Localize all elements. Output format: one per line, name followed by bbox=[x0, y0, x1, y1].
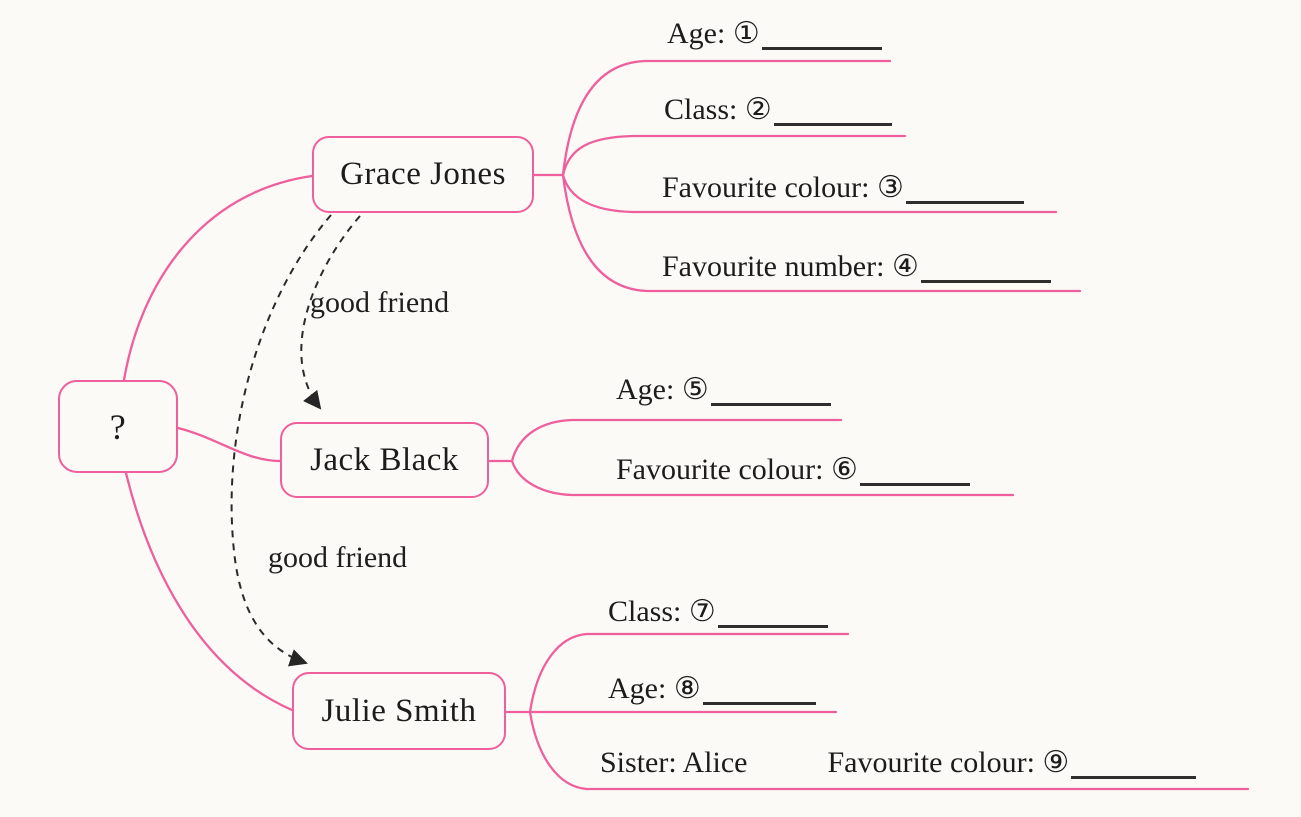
attr-row-grace-class: Class: ② bbox=[664, 92, 892, 127]
attr-row-grace-number: Favourite number: ④ bbox=[662, 249, 1051, 284]
attr-label-number-4: Favourite number: ④ bbox=[662, 250, 919, 283]
blank-line-5 bbox=[710, 403, 831, 406]
branch-julie-sister bbox=[528, 710, 1250, 791]
node-grace-jones: Grace Jones bbox=[312, 136, 534, 213]
blank-line-6 bbox=[859, 483, 970, 486]
attr-label-class-2: Class: ② bbox=[664, 93, 772, 126]
attr-row-jack-age: Age: ⑤ bbox=[616, 372, 831, 407]
attr-label-age-1: Age: ① bbox=[667, 17, 760, 50]
node-grace-label: Grace Jones bbox=[340, 156, 506, 192]
branch-jack-colour bbox=[510, 459, 1015, 497]
relation-arrow-grace-julie bbox=[230, 214, 332, 667]
node-jack-label: Jack Black bbox=[310, 441, 459, 478]
node-julie-label: Julie Smith bbox=[321, 692, 477, 729]
blank-line-2 bbox=[773, 123, 892, 126]
edge-root-grace bbox=[122, 174, 314, 382]
node-jack-black: Jack Black bbox=[280, 422, 489, 498]
relation-arrow-grace-jack bbox=[300, 215, 361, 410]
attr-row-julie-sister-colour: Sister: Alice Favourite colour: ⑨ bbox=[600, 745, 1197, 780]
edge-root-jack bbox=[176, 426, 282, 463]
attr-row-grace-age: Age: ① bbox=[667, 16, 882, 51]
blank-line-9 bbox=[1071, 776, 1197, 779]
attr-label-colour-3: Favourite colour: ③ bbox=[662, 171, 904, 204]
blank-line-7 bbox=[717, 625, 828, 628]
attr-label-colour-9: Favourite colour: ⑨ bbox=[827, 746, 1070, 779]
branch-grace-class bbox=[561, 134, 907, 177]
blank-line-4 bbox=[920, 280, 1051, 283]
branch-grace-age bbox=[561, 59, 892, 177]
attr-label-age-8: Age: ⑧ bbox=[608, 672, 701, 705]
edge-root-julie bbox=[124, 471, 294, 712]
attr-row-julie-class: Class: ⑦ bbox=[608, 594, 828, 629]
attr-row-jack-colour: Favourite colour: ⑥ bbox=[616, 452, 970, 487]
attr-label-sister: Sister: Alice bbox=[600, 746, 748, 779]
attr-row-julie-age: Age: ⑧ bbox=[608, 671, 816, 706]
attr-row-grace-colour: Favourite colour: ③ bbox=[662, 170, 1024, 205]
node-root-label: ? bbox=[109, 406, 127, 447]
node-julie-smith: Julie Smith bbox=[292, 672, 506, 750]
node-root-question: ? bbox=[58, 380, 178, 473]
relation-label-grace-jack: good friend bbox=[310, 286, 450, 319]
blank-line-1 bbox=[761, 47, 882, 50]
attr-label-age-5: Age: ⑤ bbox=[616, 373, 709, 406]
blank-line-8 bbox=[702, 702, 816, 705]
branch-grace-number bbox=[561, 173, 1082, 293]
branch-grace-colour bbox=[561, 173, 1058, 214]
attr-label-colour-6: Favourite colour: ⑥ bbox=[616, 453, 858, 486]
blank-line-3 bbox=[905, 201, 1024, 204]
branch-jack-age bbox=[510, 418, 843, 463]
relation-label-grace-julie: good friend bbox=[268, 541, 408, 574]
attr-label-class-7: Class: ⑦ bbox=[608, 595, 716, 628]
branch-julie-class bbox=[528, 632, 850, 714]
